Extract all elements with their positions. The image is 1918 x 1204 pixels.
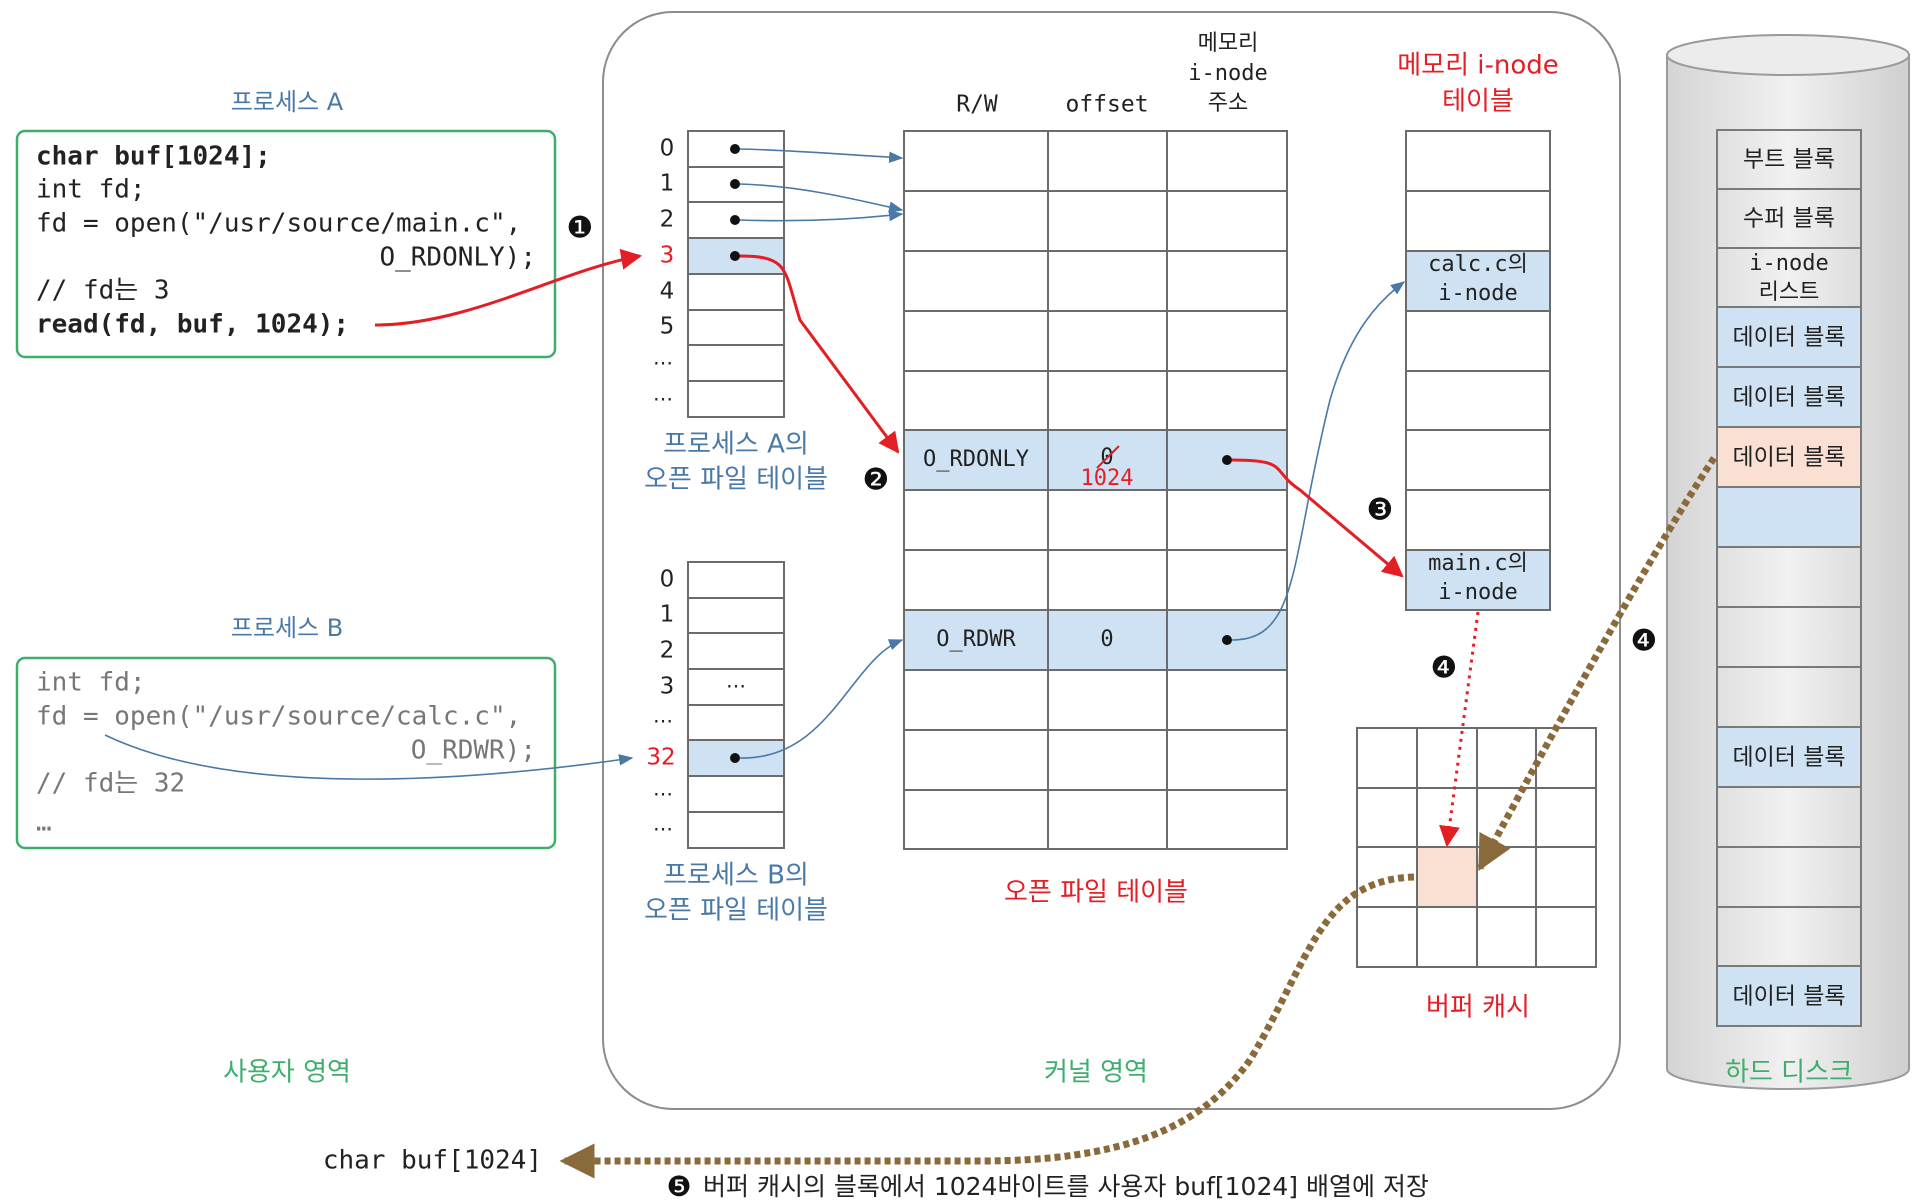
disk-block-label: 데이터 블록 xyxy=(1732,325,1845,351)
header-inode-addr: i-node xyxy=(1188,61,1267,86)
disk-block-label: 리스트 xyxy=(1759,280,1820,305)
disk-block-label: 데이터 블록 xyxy=(1732,984,1845,1010)
inode-table xyxy=(1405,130,1551,611)
code-line: fd = open("/usr/source/calc.c", xyxy=(36,702,521,732)
fd-index: 3 xyxy=(660,243,675,269)
step-3-marker: ❸ xyxy=(1367,493,1394,528)
fd-table-a xyxy=(687,130,785,418)
code-comment: // fd는 3 xyxy=(36,276,170,306)
disk-block-label: 수퍼 블록 xyxy=(1743,206,1835,232)
hard-disk xyxy=(1666,34,1910,1090)
header-inode-addr: 주소 xyxy=(1208,91,1248,116)
fd-index: 5 xyxy=(660,314,675,340)
offset-strike xyxy=(1096,445,1120,469)
header-inode-addr: 메모리 xyxy=(1198,31,1259,56)
arrow-disk-to-cache xyxy=(1476,456,1717,872)
hard-disk-caption: 하드 디스크 xyxy=(1725,1058,1853,1088)
fd-index: … xyxy=(653,346,673,370)
step-4-marker: ❹ xyxy=(1431,651,1458,686)
inode-table-title: 메모리 i-node xyxy=(1397,51,1559,81)
fd-index: 0 xyxy=(660,136,675,162)
open-file-table xyxy=(903,130,1288,850)
fd-table-b xyxy=(687,561,785,849)
fd-index: 4 xyxy=(660,279,675,305)
code-line: int fd; xyxy=(36,668,146,698)
arrow-fd2-to-table xyxy=(739,209,904,222)
entry-a-offset-new: 1024 xyxy=(1081,466,1134,491)
code-line: … xyxy=(36,808,52,838)
main-inode-label: main.c의 xyxy=(1428,551,1528,576)
buffer-cache-caption: 버퍼 캐시 xyxy=(1426,993,1530,1023)
calc-inode-label: i-node xyxy=(1438,281,1517,306)
step-4-marker: ❹ xyxy=(1631,624,1658,659)
fd-index: … xyxy=(653,382,673,406)
fd-index: 0 xyxy=(660,567,675,593)
calc-inode-label: calc.c의 xyxy=(1428,252,1528,277)
main-inode-label: i-node xyxy=(1438,580,1517,605)
fd-index: 2 xyxy=(660,207,675,233)
step-2-marker: ❷ xyxy=(863,463,890,498)
disk-block-label: 데이터 블록 xyxy=(1732,385,1845,411)
open-file-table-caption: 오픈 파일 테이블 xyxy=(1004,878,1188,908)
arrow-read-to-fd3 xyxy=(374,248,643,327)
process-a-title: 프로세스 A xyxy=(231,88,344,116)
arrow-entry-a-to-main-inode xyxy=(1231,458,1404,578)
code-line: O_RDWR); xyxy=(411,736,536,766)
fd-table-b-caption: 프로세스 B의 xyxy=(663,861,809,891)
entry-b-offset: 0 xyxy=(1100,627,1113,652)
entry-b-rw: O_RDWR xyxy=(936,627,1016,652)
fd-table-b-row3: … xyxy=(726,669,746,693)
user-area-label: 사용자 영역 xyxy=(223,1058,351,1088)
code-line: read(fd, buf, 1024); xyxy=(36,310,349,340)
fd-index: 3 xyxy=(660,674,675,700)
fd-index: 1 xyxy=(660,602,675,628)
process-a-code-box xyxy=(15,129,557,359)
kernel-area-label: 커널 영역 xyxy=(1044,1058,1148,1088)
code-line: int fd; xyxy=(36,175,146,205)
step-1-marker: ❶ xyxy=(567,211,594,246)
code-line: O_RDONLY); xyxy=(379,243,536,273)
fd-index: … xyxy=(653,704,673,728)
code-comment: // fd는 32 xyxy=(36,769,185,799)
header-offset: offset xyxy=(1065,92,1148,118)
fd-index: 2 xyxy=(660,638,675,664)
entry-a-rw: O_RDONLY xyxy=(923,447,1029,472)
arrow-procb-to-fd32 xyxy=(104,734,634,780)
step-5-marker: ❺ xyxy=(666,1170,691,1203)
fd-index: 1 xyxy=(660,171,675,197)
inode-table-title: 테이블 xyxy=(1442,87,1514,117)
step-5-caption: 버퍼 캐시의 블록에서 1024바이트를 사용자 buf[1024] 배열에 저… xyxy=(703,1172,1429,1201)
header-rw: R/W xyxy=(956,92,998,118)
user-buf-label: char buf[1024] xyxy=(323,1146,542,1176)
disk-block-label: 부트 블록 xyxy=(1743,147,1835,173)
arrow-cache-to-user-buf xyxy=(559,873,1415,1179)
fd-index: … xyxy=(653,812,673,836)
code-line: fd = open("/usr/source/main.c", xyxy=(36,209,521,239)
fd-table-a-caption: 프로세스 A의 xyxy=(663,430,809,460)
disk-block-label: 데이터 블록 xyxy=(1732,445,1845,471)
fd-table-b-caption: 오픈 파일 테이블 xyxy=(644,896,828,926)
process-b-title: 프로세스 B xyxy=(231,614,343,642)
fd-index: … xyxy=(653,777,673,801)
arrow-fd1-to-table xyxy=(739,183,904,213)
arrow-fd3-to-entry-a xyxy=(739,254,900,454)
kernel-area-box xyxy=(602,11,1621,1110)
fd-index: 32 xyxy=(646,745,675,771)
disk-block-label: 데이터 블록 xyxy=(1732,745,1845,771)
arrow-entryb-to-calc-inode xyxy=(1231,281,1406,641)
process-b-code-box xyxy=(15,656,557,850)
buffer-cache-grid xyxy=(1356,727,1597,968)
arrow-fd0-to-table xyxy=(739,148,904,164)
code-line: char buf[1024]; xyxy=(36,142,271,172)
arrow-fd32-to-table xyxy=(739,639,904,759)
disk-block-label: i-node xyxy=(1749,251,1828,276)
fd-table-a-caption: 오픈 파일 테이블 xyxy=(644,465,828,495)
